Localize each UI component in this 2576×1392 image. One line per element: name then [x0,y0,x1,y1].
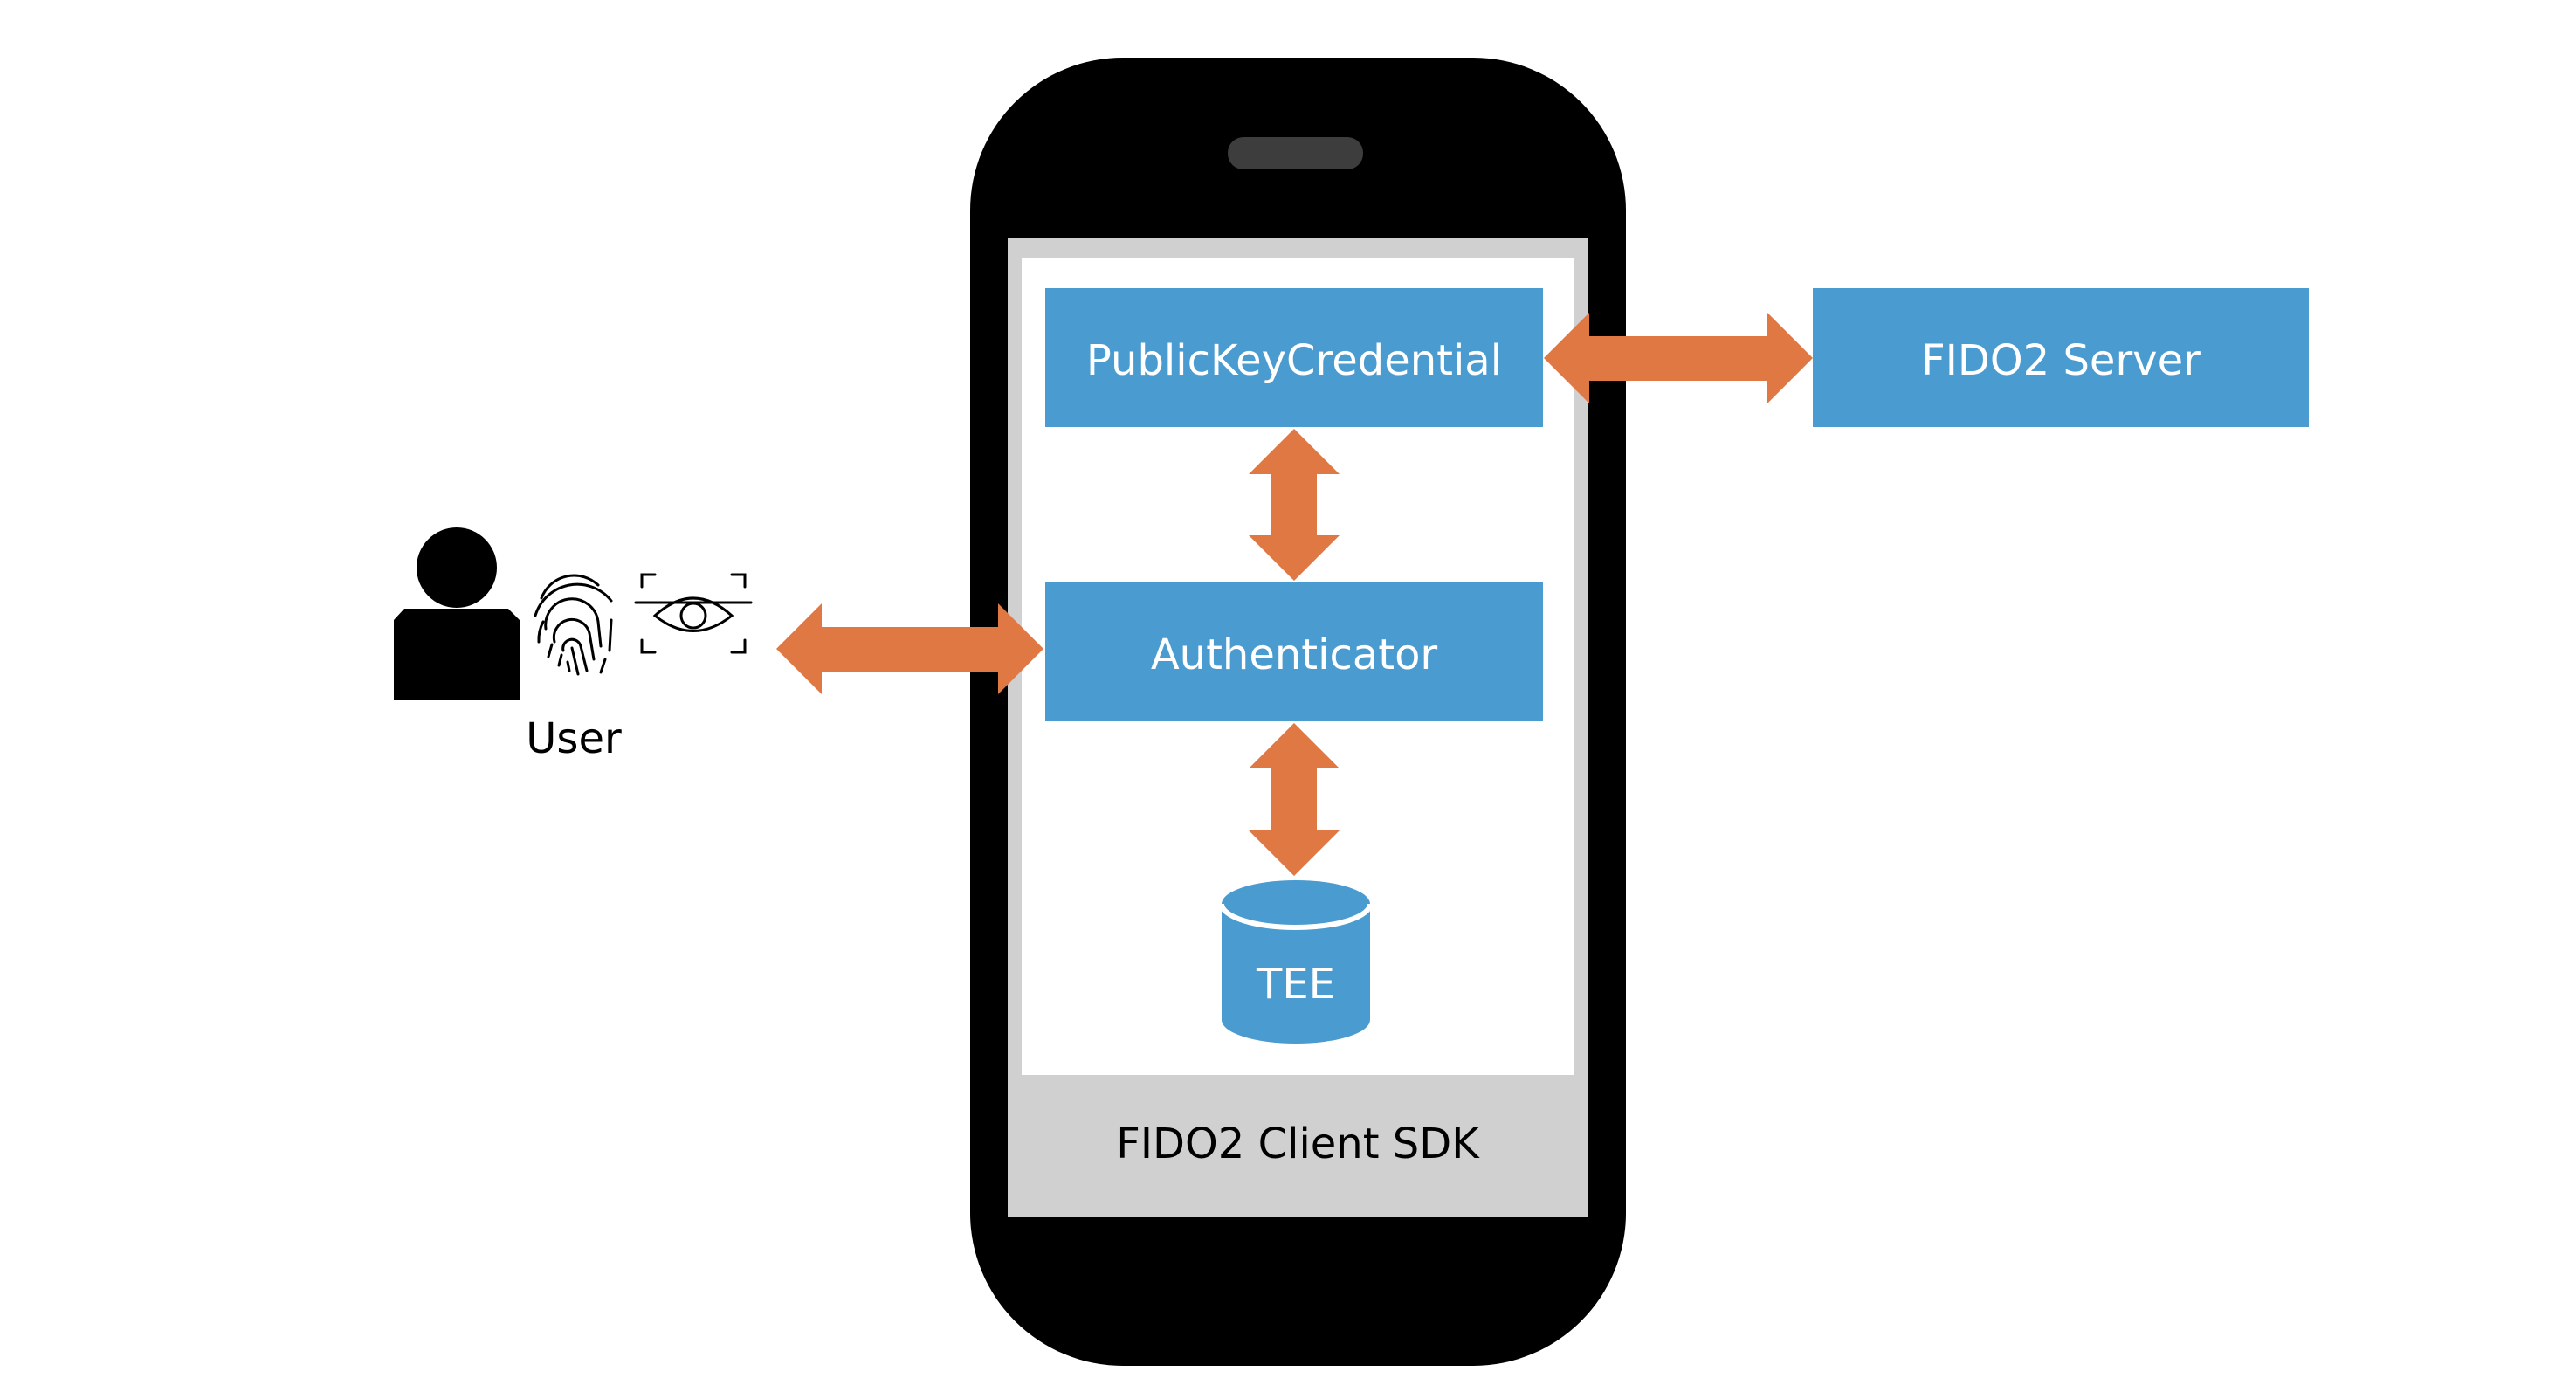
arrow-pkc-server [1544,313,1813,403]
fido2-server-box: FIDO2 Server [1813,288,2309,427]
authenticator-box: Authenticator [1045,582,1543,721]
arrow-authenticator-tee [1249,723,1340,876]
phone-speaker [1228,137,1363,169]
fido2-server-label: FIDO2 Server [1921,336,2201,385]
person-icon [394,527,520,700]
database-icon: TEE [1219,880,1373,1044]
tee-label: TEE [1256,960,1335,1009]
user-label: User [526,714,622,763]
eye-scan-icon [634,573,753,654]
public-key-credential-label: PublicKeyCredential [1086,336,1502,385]
fingerprint-icon [534,574,613,676]
public-key-credential-box: PublicKeyCredential [1045,288,1543,427]
sdk-label: FIDO2 Client SDK [1116,1120,1480,1168]
arrow-pkc-authenticator [1249,429,1340,581]
authenticator-label: Authenticator [1151,631,1438,679]
arrow-user-authenticator [776,603,1043,694]
